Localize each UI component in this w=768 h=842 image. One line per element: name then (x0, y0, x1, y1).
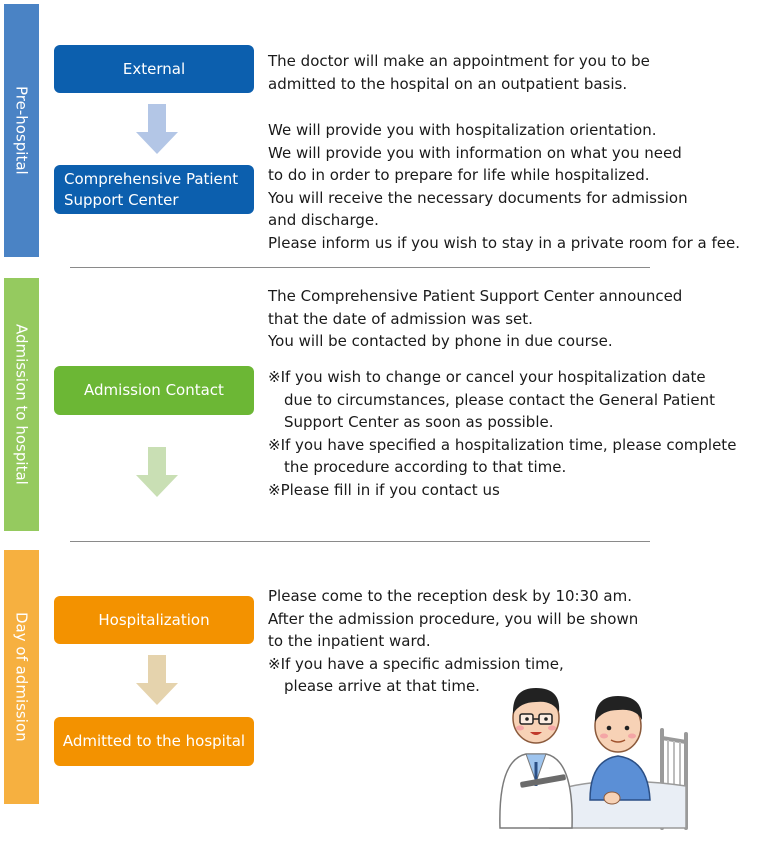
admission-intro-description: The Comprehensive Patient Support Center… (268, 285, 682, 353)
text-line: You will receive the necessary documents… (268, 188, 688, 207)
text-line: We will provide you with information on … (268, 143, 682, 162)
section-label-day-of-admission: Day of admission (4, 550, 39, 804)
step-support-center-label: Comprehensive Patient Support Center (64, 169, 239, 209)
step-support-center-box: Comprehensive Patient Support Center (54, 165, 254, 214)
text-line: Please inform us if you wish to stay in … (268, 233, 741, 252)
text-line: and discharge. (268, 211, 379, 229)
down-arrow-icon (136, 655, 178, 705)
section-divider (70, 541, 650, 542)
note-line: the procedure according to that time. (284, 458, 567, 476)
step-admitted-label: Admitted to the hospital (62, 732, 246, 750)
external-description: The doctor will make an appointment for … (268, 50, 650, 95)
section-label-admission-text: Admission to hospital (12, 324, 31, 485)
note-line: ※If you have specified a hospitalization… (268, 435, 737, 454)
note-line: due to circumstances, please contact the… (284, 390, 716, 409)
section-label-admission: Admission to hospital (4, 278, 39, 531)
step-admission-contact-label: Admission Contact (84, 381, 224, 399)
text-line: to the inpatient ward. (268, 632, 431, 650)
text-line: ※If you have a specific admission time, (268, 654, 564, 673)
doctor-and-patient-illustration (499, 688, 688, 830)
note-line: ※If you wish to change or cancel your ho… (268, 368, 706, 386)
section-label-day-of-admission-text: Day of admission (12, 612, 31, 742)
text-line: After the admission procedure, you will … (268, 609, 639, 628)
note-line: Support Center as soon as possible. (284, 413, 554, 431)
section-label-pre-hospital: Pre-hospital (4, 4, 39, 257)
step-admitted-box: Admitted to the hospital (54, 717, 254, 766)
admission-notes: ※If you wish to change or cancel your ho… (268, 366, 736, 501)
text-line: to do in order to prepare for life while… (268, 166, 650, 184)
section-label-pre-hospital-text: Pre-hospital (12, 86, 31, 175)
day-of-admission-description: Please come to the reception desk by 10:… (268, 585, 638, 698)
text-line: You will be contacted by phone in due co… (268, 332, 613, 350)
support-center-description: We will provide you with hospitalization… (268, 119, 740, 254)
text-line: The doctor will make an appointment for … (268, 52, 650, 70)
down-arrow-icon (136, 104, 178, 154)
text-line: We will provide you with hospitalization… (268, 121, 657, 139)
note-line: ※Please fill in if you contact us (268, 480, 500, 499)
text-line: that the date of admission was set. (268, 309, 533, 328)
text-line: Please come to the reception desk by 10:… (268, 587, 633, 605)
section-divider (70, 267, 650, 268)
down-arrow-icon (136, 447, 178, 497)
step-external-label: External (122, 59, 186, 78)
text-line: The Comprehensive Patient Support Center… (268, 287, 683, 305)
step-admission-contact-box: Admission Contact (54, 366, 254, 415)
step-external-box: External (54, 45, 254, 93)
text-line: admitted to the hospital on an outpatien… (268, 74, 628, 93)
step-hospitalization-box: Hospitalization (54, 596, 254, 644)
text-line: please arrive at that time. (284, 677, 480, 695)
step-hospitalization-label: Hospitalization (98, 610, 210, 629)
